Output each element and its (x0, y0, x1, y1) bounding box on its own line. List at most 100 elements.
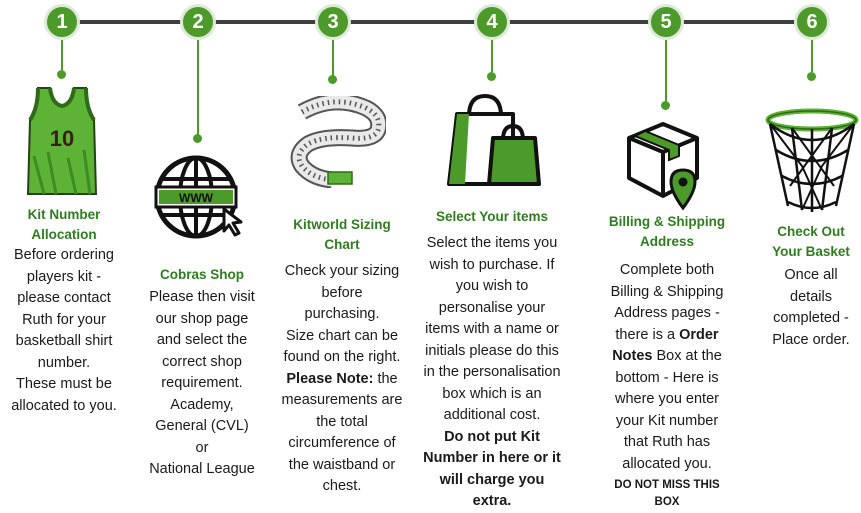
step-1-title: Kit Number Allocation (27, 207, 101, 242)
step-3-content: Kitworld Sizing Chart Check your sizing … (268, 215, 416, 498)
basketball-jersey-icon: 10 (26, 87, 98, 195)
step-1-line: allocated to you. (11, 397, 117, 414)
step-2-body: Please then visit our shop page and sele… (134, 287, 270, 481)
step-1-line: Ruth for your (22, 311, 106, 328)
step-3-line: found on the right. (283, 349, 401, 365)
step-4-line: in the personalisation (423, 364, 561, 380)
step-5-badge: 5 (648, 4, 684, 40)
step-1-body: Before ordering players kit - please con… (0, 245, 130, 417)
step-5-line: Billing & Shipping (610, 283, 724, 300)
step-1-line: Before ordering (14, 247, 114, 263)
parcel-location-icon (627, 122, 699, 211)
step-2-line: our shop page (155, 310, 249, 327)
step-4-line: personalise your (438, 299, 546, 316)
step-2-line: National League (149, 461, 255, 477)
step-5-line: Address pages - (614, 305, 720, 321)
step-5-connector (665, 40, 667, 102)
step-4-line: box which is an (442, 385, 542, 402)
step-6-body: Once all details completed - Place order… (756, 265, 861, 351)
step-4-title: Select Your items (435, 209, 549, 224)
step-4-content: Select Your items Select the items you w… (418, 207, 566, 513)
please-note-label: Please Note: (286, 370, 374, 387)
step-5-title: Billing & Shipping Address (608, 214, 726, 249)
step-2-line: Academy, (170, 396, 234, 413)
step-3-line: circumference of (288, 435, 396, 451)
www-globe-icon: WWW (154, 155, 243, 239)
step-2-title: Cobras Shop (159, 267, 244, 282)
step-4-line: you wish to (455, 278, 529, 294)
step-1-line: please contact (17, 290, 111, 306)
step-6-content: Check Out Your Basket Once all details c… (756, 222, 861, 351)
step-4-warning-line: Do not put Kit (444, 428, 540, 445)
step-4-line: Select the items you (426, 235, 558, 251)
step-6-line: Once all (784, 267, 838, 283)
step-3-note-text: the (373, 370, 398, 387)
step-5-mixed-line: there is a Order (596, 325, 738, 347)
step-5-content: Billing & Shipping Address Complete both… (596, 212, 738, 511)
step-5-text: there is a (615, 326, 680, 343)
step-2-line: requirement. (161, 375, 243, 391)
step-5-body: Complete both Billing & Shipping Address… (596, 260, 738, 511)
step-5-warning-line: DO NOT MISS THIS (614, 479, 720, 491)
step-3-line: measurements are (281, 392, 403, 408)
step-6-connector (811, 40, 813, 72)
step-6-line: details (790, 288, 832, 305)
step-3-line: Check your sizing (284, 263, 400, 279)
step-3-badge: 3 (315, 4, 351, 40)
step-3-line: purchasing. (304, 306, 380, 322)
step-3-line: before (321, 284, 363, 301)
step-5-warning-line: BOX (654, 496, 680, 508)
step-6-line: completed - (773, 310, 849, 326)
step-5-connector-dot (661, 101, 670, 110)
step-4-warning-line: will charge you (439, 471, 545, 488)
step-3-title: Kitworld Sizing Chart (293, 217, 391, 252)
step-5-line: bottom - Here is (615, 369, 719, 386)
jersey-number: 10 (50, 126, 74, 151)
step-2-connector (197, 40, 199, 136)
step-2-line: or (195, 439, 209, 456)
step-2-content: Cobras Shop Please then visit our shop p… (134, 265, 270, 481)
step-5-mixed-line: Notes Box at the (596, 346, 738, 368)
step-5-line: where you enter (615, 391, 719, 407)
measuring-tape-icon (290, 96, 386, 188)
step-2-badge: 2 (180, 4, 216, 40)
step-2-line: correct shop (162, 353, 242, 370)
basketball-hoop-icon (765, 108, 859, 212)
step-2-line: and select the (156, 332, 248, 348)
step-3-line: the waistband or (288, 456, 396, 473)
step-2-line: Please then visit (149, 289, 255, 305)
step-4-connector (491, 40, 493, 72)
step-4-line: additional cost. (443, 407, 541, 423)
step-6-title: Check Out Your Basket (772, 224, 850, 259)
step-1-badge: 1 (44, 4, 80, 40)
step-4-warning-line: extra. (472, 493, 512, 509)
step-4-line: wish to purchase. If (429, 256, 555, 273)
step-3-line: the total (316, 413, 368, 430)
step-2-line: General (CVL) (155, 418, 249, 434)
step-3-body: Check your sizing before purchasing. Siz… (268, 261, 416, 498)
notes-label: Notes (612, 348, 653, 364)
step-3-note-line: Please Note: the (268, 369, 416, 391)
step-1-connector-dot (57, 70, 66, 79)
step-1-line: players kit - (26, 268, 102, 285)
step-1-line: These must be (16, 376, 112, 392)
step-1-line: basketball shirt (15, 333, 113, 349)
step-4-badge: 4 (474, 4, 510, 40)
step-4-body: Select the items you wish to purchase. I… (418, 233, 566, 513)
shopping-bags-icon (447, 94, 541, 186)
order-label: Order (679, 326, 719, 343)
step-5-line: that Ruth has (623, 434, 711, 450)
step-2-connector-dot (193, 134, 202, 143)
step-1-content: Kit Number Allocation Before ordering pl… (0, 205, 130, 417)
step-6-line: Place order. (772, 331, 850, 348)
step-3-line: Size chart can be (285, 327, 399, 344)
www-label: WWW (179, 191, 214, 205)
step-4-connector-dot (487, 72, 496, 81)
timeline-line (62, 20, 812, 24)
step-3-connector (332, 40, 334, 76)
step-5-line: Complete both (619, 262, 715, 278)
step-5-line: your Kit number (615, 412, 719, 429)
step-5-text: Box at the (652, 348, 722, 364)
step-3-line: chest. (322, 478, 362, 494)
step-3-connector-dot (328, 75, 337, 84)
